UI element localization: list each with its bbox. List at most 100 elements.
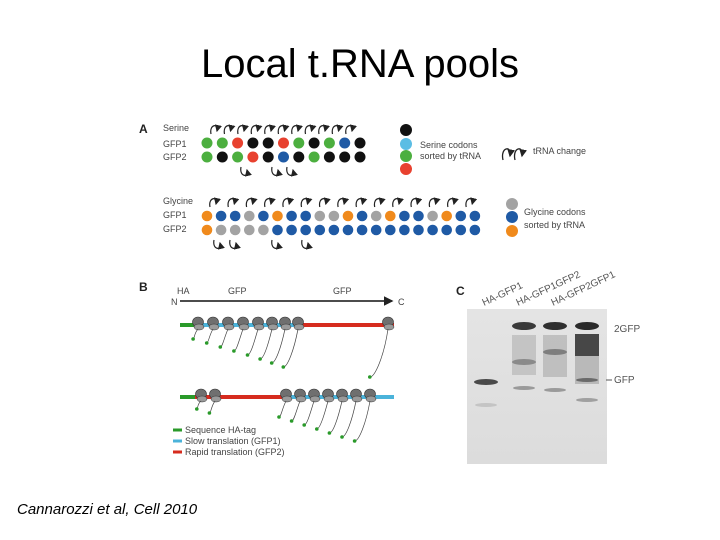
nascent-chain [329,400,343,434]
gel-bands [474,322,599,407]
trna-change-arrow [428,197,441,208]
glycine-legend-line1: Glycine codons [524,207,586,217]
ribosome-subunit [295,395,307,403]
codon-dot [300,210,312,222]
ribosome-subunit [365,395,377,403]
gly-gfp1-row-label: GFP1 [163,210,187,220]
nascent-chain [247,328,259,356]
ha-tag [352,439,357,443]
ha-tag [277,415,281,419]
ha-tag [269,361,274,365]
ha-tag [315,427,319,431]
trna-change-arrow [227,197,240,208]
trna-change-arrow [465,197,478,208]
nascent-chain [209,400,216,414]
codon-dot [229,224,241,236]
codon-dot [278,151,289,163]
trna-change-arrow [210,124,222,135]
codon-dot [244,224,255,236]
ha-tag [191,337,195,341]
ribosome-subunit [210,395,222,403]
trna-change-arrow [318,124,330,135]
glycine-trna-change-arrows [209,197,478,208]
codon-dot [262,137,274,149]
gly-legend-dot-gray [506,198,518,210]
legend-rapid-text: Rapid translation (GFP2) [185,447,285,457]
nascent-chain [259,328,273,360]
codon-dot [272,210,283,222]
ha-tag [232,349,236,353]
nascent-chain [271,328,286,364]
codon-dot [370,224,382,236]
trna-change-arrow [271,166,283,177]
codon-dot [385,210,396,222]
trna-change-arrow [271,239,283,250]
serine-bottom-arrows [240,166,298,177]
legend-slow-text: Slow translation (GFP1) [185,436,281,446]
codon-dot [300,224,312,236]
ribosome-subunit [223,323,235,331]
codon-dot [469,224,481,236]
legend-dot-green [400,150,412,162]
lane1-gfp-band [474,379,498,385]
codon-dot [293,151,305,163]
ribosome-subunit [253,323,265,331]
lane1-faint-band [475,403,497,407]
trna-change-arrow [345,124,357,135]
codon-dot [232,137,244,149]
codon-dot [314,224,326,236]
codon-dot [262,151,274,163]
gfp1-row-label: GFP1 [163,139,187,149]
codon-dot [339,151,351,163]
codon-dot [427,224,438,236]
codon-dot [286,210,297,222]
codon-dot [413,210,424,222]
codon-dot [399,210,410,222]
trna-change-arrow [337,197,350,208]
trna-change-label: tRNA change [533,146,586,156]
codon-dot [323,137,335,149]
codon-dot [247,151,259,163]
codon-dot [413,224,424,236]
nascent-chain [316,400,329,430]
serine-row-label: Serine [163,123,189,133]
ribosome-subunit [337,395,349,403]
nascent-chain [206,328,214,344]
trna-change-icon-2 [513,148,527,161]
lane2-smear [512,335,536,375]
trna-change-arrow [223,124,236,135]
mrna2-ribosomes [195,388,377,443]
codon-dot [201,151,213,163]
codon-dot [201,210,213,222]
codon-dot [244,210,255,222]
codon-dot [201,224,213,236]
glycine-gfp1-codons [201,210,481,222]
band-label-2gfp: 2GFP [614,324,640,335]
codon-dot [455,224,467,236]
nascent-chain [354,400,371,442]
trna-change-arrow [331,124,344,135]
codon-dot [342,224,354,236]
trna-change-arrow [286,166,298,177]
citation: Cannarozzi et al, Cell 2010 [17,501,198,518]
codon-dot [469,210,481,222]
codon-dot [258,210,269,222]
trna-change-arrow [318,197,331,208]
codon-dot [201,137,213,149]
ribosome-subunit [196,395,208,403]
codon-dot [314,210,326,222]
codon-dot [385,224,396,236]
codon-dot [286,224,297,236]
lane2-band-mid [512,359,536,365]
ribosome-subunit [323,395,335,403]
panel-c-label: C [456,284,465,298]
legend-ha-text: Sequence HA-tag [185,425,256,435]
ha-tag [218,345,223,349]
ha-label: HA [177,286,190,296]
serine-legend-line1: Serine codons [420,140,478,150]
gfp-label-1: GFP [228,286,247,296]
ha-tag [204,341,209,345]
ha-tag [368,375,372,379]
nascent-chain [283,328,299,368]
codon-dot [370,210,382,222]
